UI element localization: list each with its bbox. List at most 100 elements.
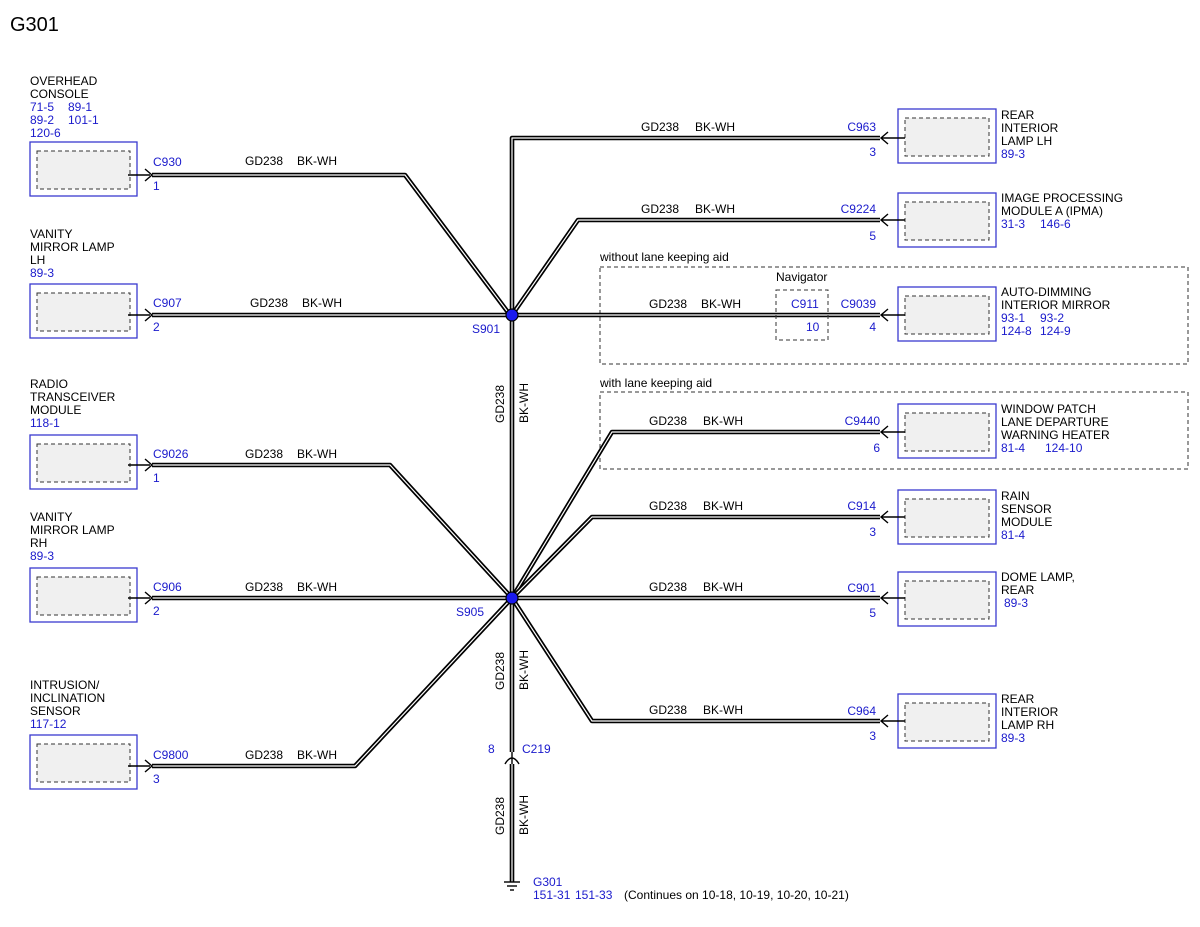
connector-label: C901 bbox=[847, 581, 876, 595]
group-with-lka-label: with lane keeping aid bbox=[599, 376, 712, 390]
connector-pin: 1 bbox=[153, 179, 160, 193]
component-name: MODULE bbox=[1001, 515, 1052, 529]
component-name: MIRROR LAMP bbox=[30, 523, 115, 537]
connector-pin: 3 bbox=[869, 145, 876, 159]
wire-label-circuit: GD238 bbox=[245, 580, 283, 594]
wire-c9224 bbox=[510, 217, 880, 317]
component-name: RH bbox=[30, 536, 47, 550]
component-name: RAIN bbox=[1001, 489, 1030, 503]
component-name: TRANSCEIVER bbox=[30, 390, 116, 404]
splice-s901-label: S901 bbox=[472, 322, 500, 336]
wire-label-color: BK-WH bbox=[703, 414, 743, 428]
wire-label-circuit: GD238 bbox=[649, 499, 687, 513]
component-name: CONSOLE bbox=[30, 87, 89, 101]
connector-label: C914 bbox=[847, 499, 876, 513]
wire-label-color: BK-WH bbox=[695, 202, 735, 216]
wires bbox=[152, 135, 880, 882]
wire-label-circuit: GD238 bbox=[649, 297, 687, 311]
wire-label-color: BK-WH bbox=[703, 580, 743, 594]
connector-label: C930 bbox=[153, 155, 182, 169]
component-ref: 89-3 bbox=[1001, 147, 1025, 161]
component-ref: 89-3 bbox=[30, 266, 54, 280]
component-vanity-mirror-lamp-lh: VANITY MIRROR LAMP LH 89-3 C907 2 bbox=[29, 227, 182, 339]
component-name: RADIO bbox=[30, 377, 68, 391]
wire-label-color-vertical: BK-WH bbox=[517, 383, 531, 423]
wire-label-color: BK-WH bbox=[297, 447, 337, 461]
connector-pin: 3 bbox=[869, 729, 876, 743]
connector-label: C9026 bbox=[153, 447, 189, 461]
component-ref: 93-1 bbox=[1001, 311, 1025, 325]
component-ref: 146-6 bbox=[1040, 217, 1071, 231]
wire-label-color: BK-WH bbox=[695, 120, 735, 134]
component-rear-interior-lamp-rh: REAR INTERIOR LAMP RH 89-3 C964 3 bbox=[847, 692, 1059, 749]
ground-name: G301 bbox=[533, 875, 563, 889]
wire-label-circuit: GD238 bbox=[649, 414, 687, 428]
component-ref: 124-9 bbox=[1040, 324, 1071, 338]
wire-label-circuit: GD238 bbox=[641, 202, 679, 216]
component-ref: 81-4 bbox=[1001, 528, 1025, 542]
c219-pin: 8 bbox=[488, 742, 495, 756]
connector-pin: 3 bbox=[153, 772, 160, 786]
wire-label-circuit: GD238 bbox=[250, 296, 288, 310]
component-intrusion-inclination-sensor: INTRUSION/ INCLINATION SENSOR 117-12 C98… bbox=[29, 678, 189, 790]
component-rain-sensor-module: RAIN SENSOR MODULE 81-4 C914 3 bbox=[847, 489, 1052, 545]
component-name: VANITY bbox=[30, 510, 72, 524]
group-without-lka bbox=[599, 266, 1189, 365]
connector-label: C963 bbox=[847, 120, 876, 134]
component-window-patch-heater: WINDOW PATCH LANE DEPARTURE WARNING HEAT… bbox=[845, 402, 1110, 459]
ground-note: (Continues on 10-18, 10-19, 10-20, 10-21… bbox=[624, 888, 849, 902]
component-ref: 89-1 bbox=[68, 100, 92, 114]
component-name: MODULE bbox=[30, 403, 81, 417]
navigator-pin: 10 bbox=[806, 320, 820, 334]
component-name: MIRROR LAMP bbox=[30, 240, 115, 254]
component-name: LH bbox=[30, 253, 45, 267]
ground-ref: 151-33 bbox=[575, 888, 613, 902]
connector-pin: 4 bbox=[869, 320, 876, 334]
component-name: IMAGE PROCESSING bbox=[1001, 191, 1123, 205]
component-name: REAR bbox=[1001, 108, 1035, 122]
component-auto-dimming-mirror: AUTO-DIMMING INTERIOR MIRROR 93-1 93-2 1… bbox=[841, 285, 1111, 342]
wire-label-color-vertical: BK-WH bbox=[517, 650, 531, 690]
component-ref: 89-3 bbox=[1001, 731, 1025, 745]
component-ref: 117-12 bbox=[30, 717, 67, 731]
component-vanity-mirror-lamp-rh: VANITY MIRROR LAMP RH 89-3 C906 2 bbox=[29, 510, 182, 623]
component-ref: 71-5 bbox=[30, 100, 54, 114]
wire-label-color-vertical: BK-WH bbox=[517, 795, 531, 835]
inline-connector-c219: 8 C219 bbox=[488, 742, 551, 765]
component-ref: 89-2 bbox=[30, 113, 54, 127]
connector-label: C9224 bbox=[841, 202, 877, 216]
connector-pin: 5 bbox=[869, 229, 876, 243]
wire-c930 bbox=[152, 172, 512, 317]
component-ref: 31-3 bbox=[1001, 217, 1025, 231]
wire-c9800 bbox=[152, 596, 514, 769]
component-name: MODULE A (IPMA) bbox=[1001, 204, 1103, 218]
component-name: REAR bbox=[1001, 583, 1035, 597]
wire-c9440 bbox=[510, 429, 880, 600]
component-name: DOME LAMP, bbox=[1001, 570, 1075, 584]
component-name: WARNING HEATER bbox=[1001, 428, 1110, 442]
component-ref: 124-10 bbox=[1045, 441, 1083, 455]
wire-label-color: BK-WH bbox=[703, 499, 743, 513]
component-name: INTERIOR bbox=[1001, 121, 1059, 135]
navigator-box bbox=[775, 289, 829, 341]
connector-label: C9440 bbox=[845, 414, 881, 428]
connector-pin: 1 bbox=[153, 471, 160, 485]
wire-c963 bbox=[509, 135, 880, 315]
component-ref: 89-3 bbox=[1004, 596, 1028, 610]
wire-label-circuit: GD238 bbox=[649, 703, 687, 717]
component-name: INTRUSION/ bbox=[30, 678, 100, 692]
component-name: AUTO-DIMMING bbox=[1001, 285, 1091, 299]
group-with-lka bbox=[599, 391, 1189, 470]
connector-pin: 6 bbox=[873, 441, 880, 455]
wire-label-color: BK-WH bbox=[302, 296, 342, 310]
component-name: SENSOR bbox=[30, 704, 81, 718]
component-name: INTERIOR bbox=[1001, 705, 1059, 719]
group-without-lka-label: without lane keeping aid bbox=[599, 250, 729, 264]
connector-pin: 3 bbox=[869, 525, 876, 539]
c219-label: C219 bbox=[522, 742, 551, 756]
connector-label: C964 bbox=[847, 704, 876, 718]
component-rear-interior-lamp-lh: REAR INTERIOR LAMP LH 89-3 C963 3 bbox=[847, 108, 1059, 164]
component-ref: 93-2 bbox=[1040, 311, 1064, 325]
splice-s905-label: S905 bbox=[456, 605, 484, 619]
component-name: WINDOW PATCH bbox=[1001, 402, 1096, 416]
